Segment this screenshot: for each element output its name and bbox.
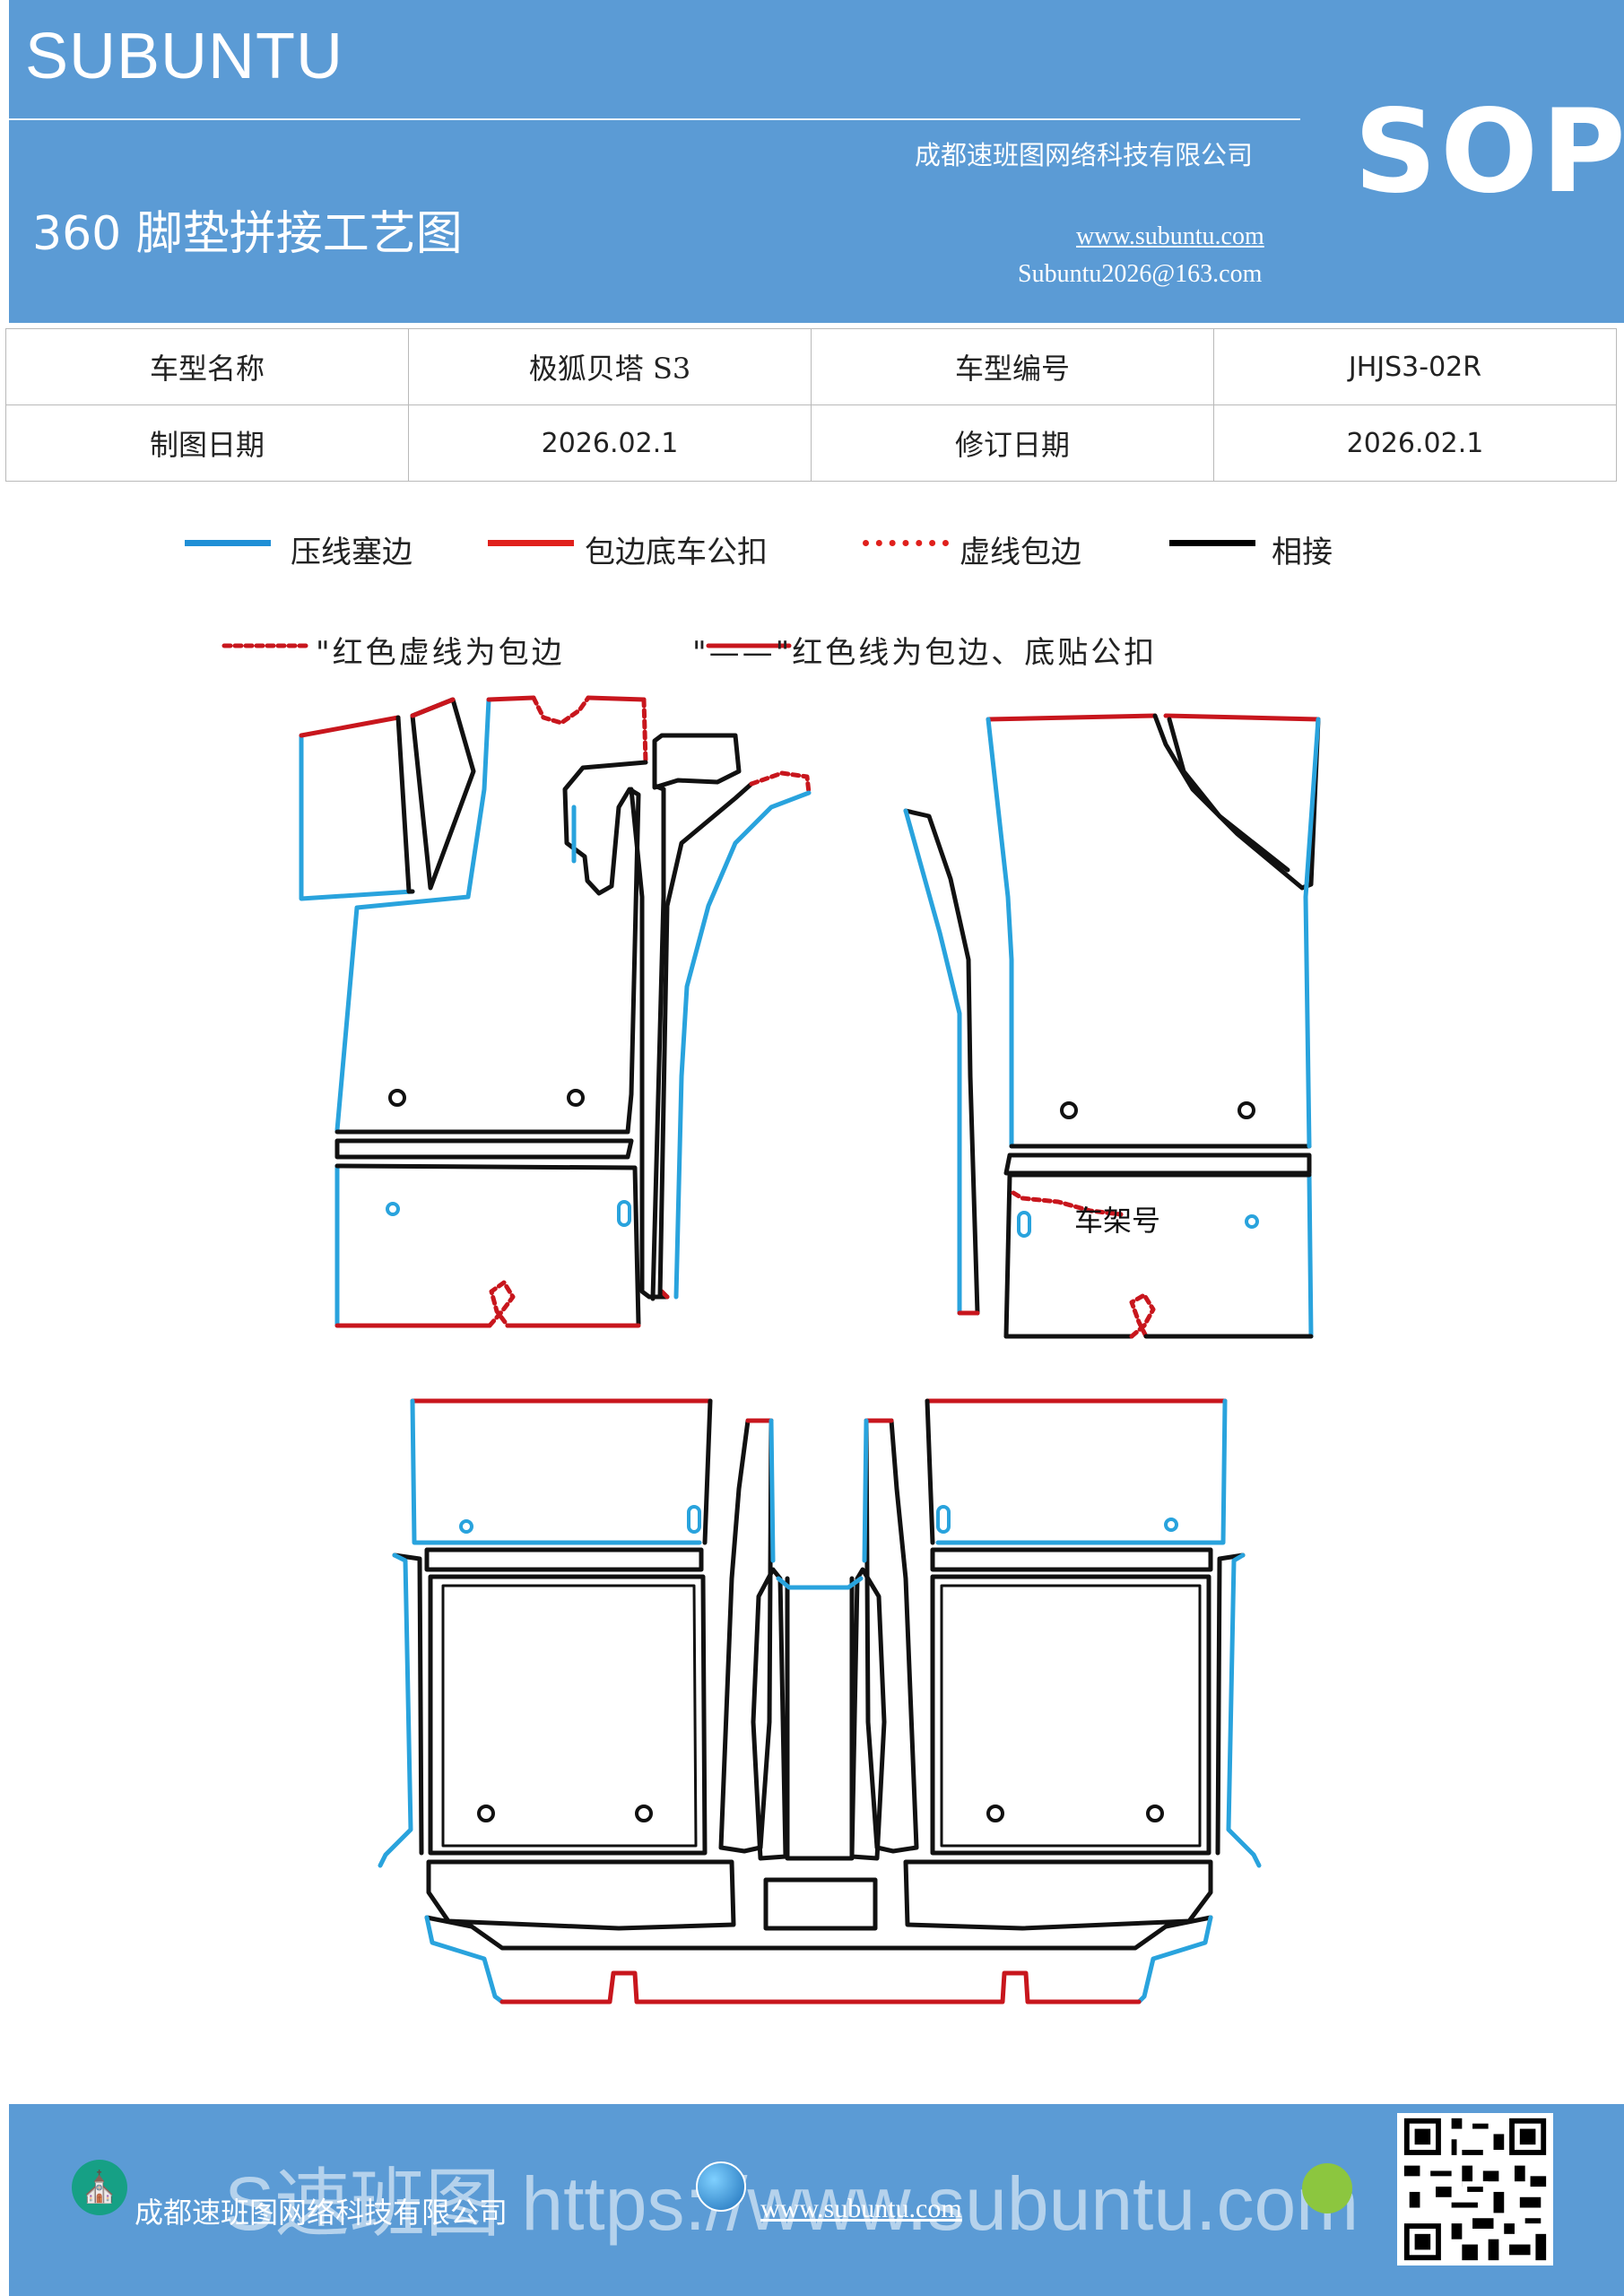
draw-date-value: 2026.02.1 <box>408 404 812 482</box>
model-code-value: JHJS3-02R <box>1213 328 1617 405</box>
model-code-label: 车型编号 <box>811 328 1214 405</box>
legend-swatch-blue <box>185 540 271 546</box>
header-company: 成都速班图网络科技有限公司 <box>915 140 1254 170</box>
footer-banner <box>9 2104 1624 2296</box>
rear-mat <box>378 1398 1262 2005</box>
header-website-link[interactable]: www.subuntu.com <box>1076 222 1264 250</box>
header-divider <box>9 118 1300 120</box>
header-email: Subuntu2026@163.com <box>1018 260 1263 288</box>
building-icon: ⛪ <box>72 2160 127 2215</box>
note-dashed-edge: "红色虚线为包边 <box>316 635 565 671</box>
model-name-value: 极狐贝塔 S3 <box>408 328 812 405</box>
table-row: 车型名称 极狐贝塔 S3 车型编号 JHJS3-02R <box>5 328 1617 405</box>
footer-company: 成都速班图网络科技有限公司 <box>135 2196 508 2230</box>
legend-swatch-black <box>1169 540 1255 546</box>
frame-number-label: 车架号 <box>1074 1204 1160 1238</box>
vehicle-info-table: 车型名称 极狐贝塔 S3 车型编号 JHJS3-02R 制图日期 2026.02… <box>5 328 1617 482</box>
revise-date-value: 2026.02.1 <box>1213 404 1617 482</box>
note-solid-edge: "——"红色线为包边、底贴公扣 <box>692 635 1158 671</box>
header-banner <box>9 0 1624 323</box>
front-left-mat <box>299 695 812 1328</box>
wechat-icon <box>1302 2163 1352 2213</box>
globe-icon <box>696 2161 746 2212</box>
table-row: 制图日期 2026.02.1 修订日期 2026.02.1 <box>5 404 1617 482</box>
model-name-label: 车型名称 <box>5 328 409 405</box>
legend-label: 包边底车公扣 <box>585 535 768 570</box>
legend-label: 压线塞边 <box>291 535 413 570</box>
qr-code[interactable] <box>1397 2113 1553 2266</box>
revise-date-label: 修订日期 <box>811 404 1214 482</box>
front-right-mat <box>903 713 1321 1339</box>
footer-website-link[interactable]: www.subuntu.com <box>760 2194 962 2223</box>
draw-date-label: 制图日期 <box>5 404 409 482</box>
legend-label: 虚线包边 <box>960 535 1081 570</box>
footer-watermark: S速班图 https://www.subuntu.com <box>224 2161 1359 2246</box>
legend-label: 相接 <box>1272 535 1333 570</box>
legend-swatch-red-dotted <box>863 540 949 546</box>
sop-label: SOP <box>1354 85 1624 219</box>
document-title: 360 脚垫拼接工艺图 <box>32 207 463 261</box>
brand-logo-text: SUBUNTU <box>25 21 344 92</box>
legend-swatch-red <box>488 540 574 546</box>
